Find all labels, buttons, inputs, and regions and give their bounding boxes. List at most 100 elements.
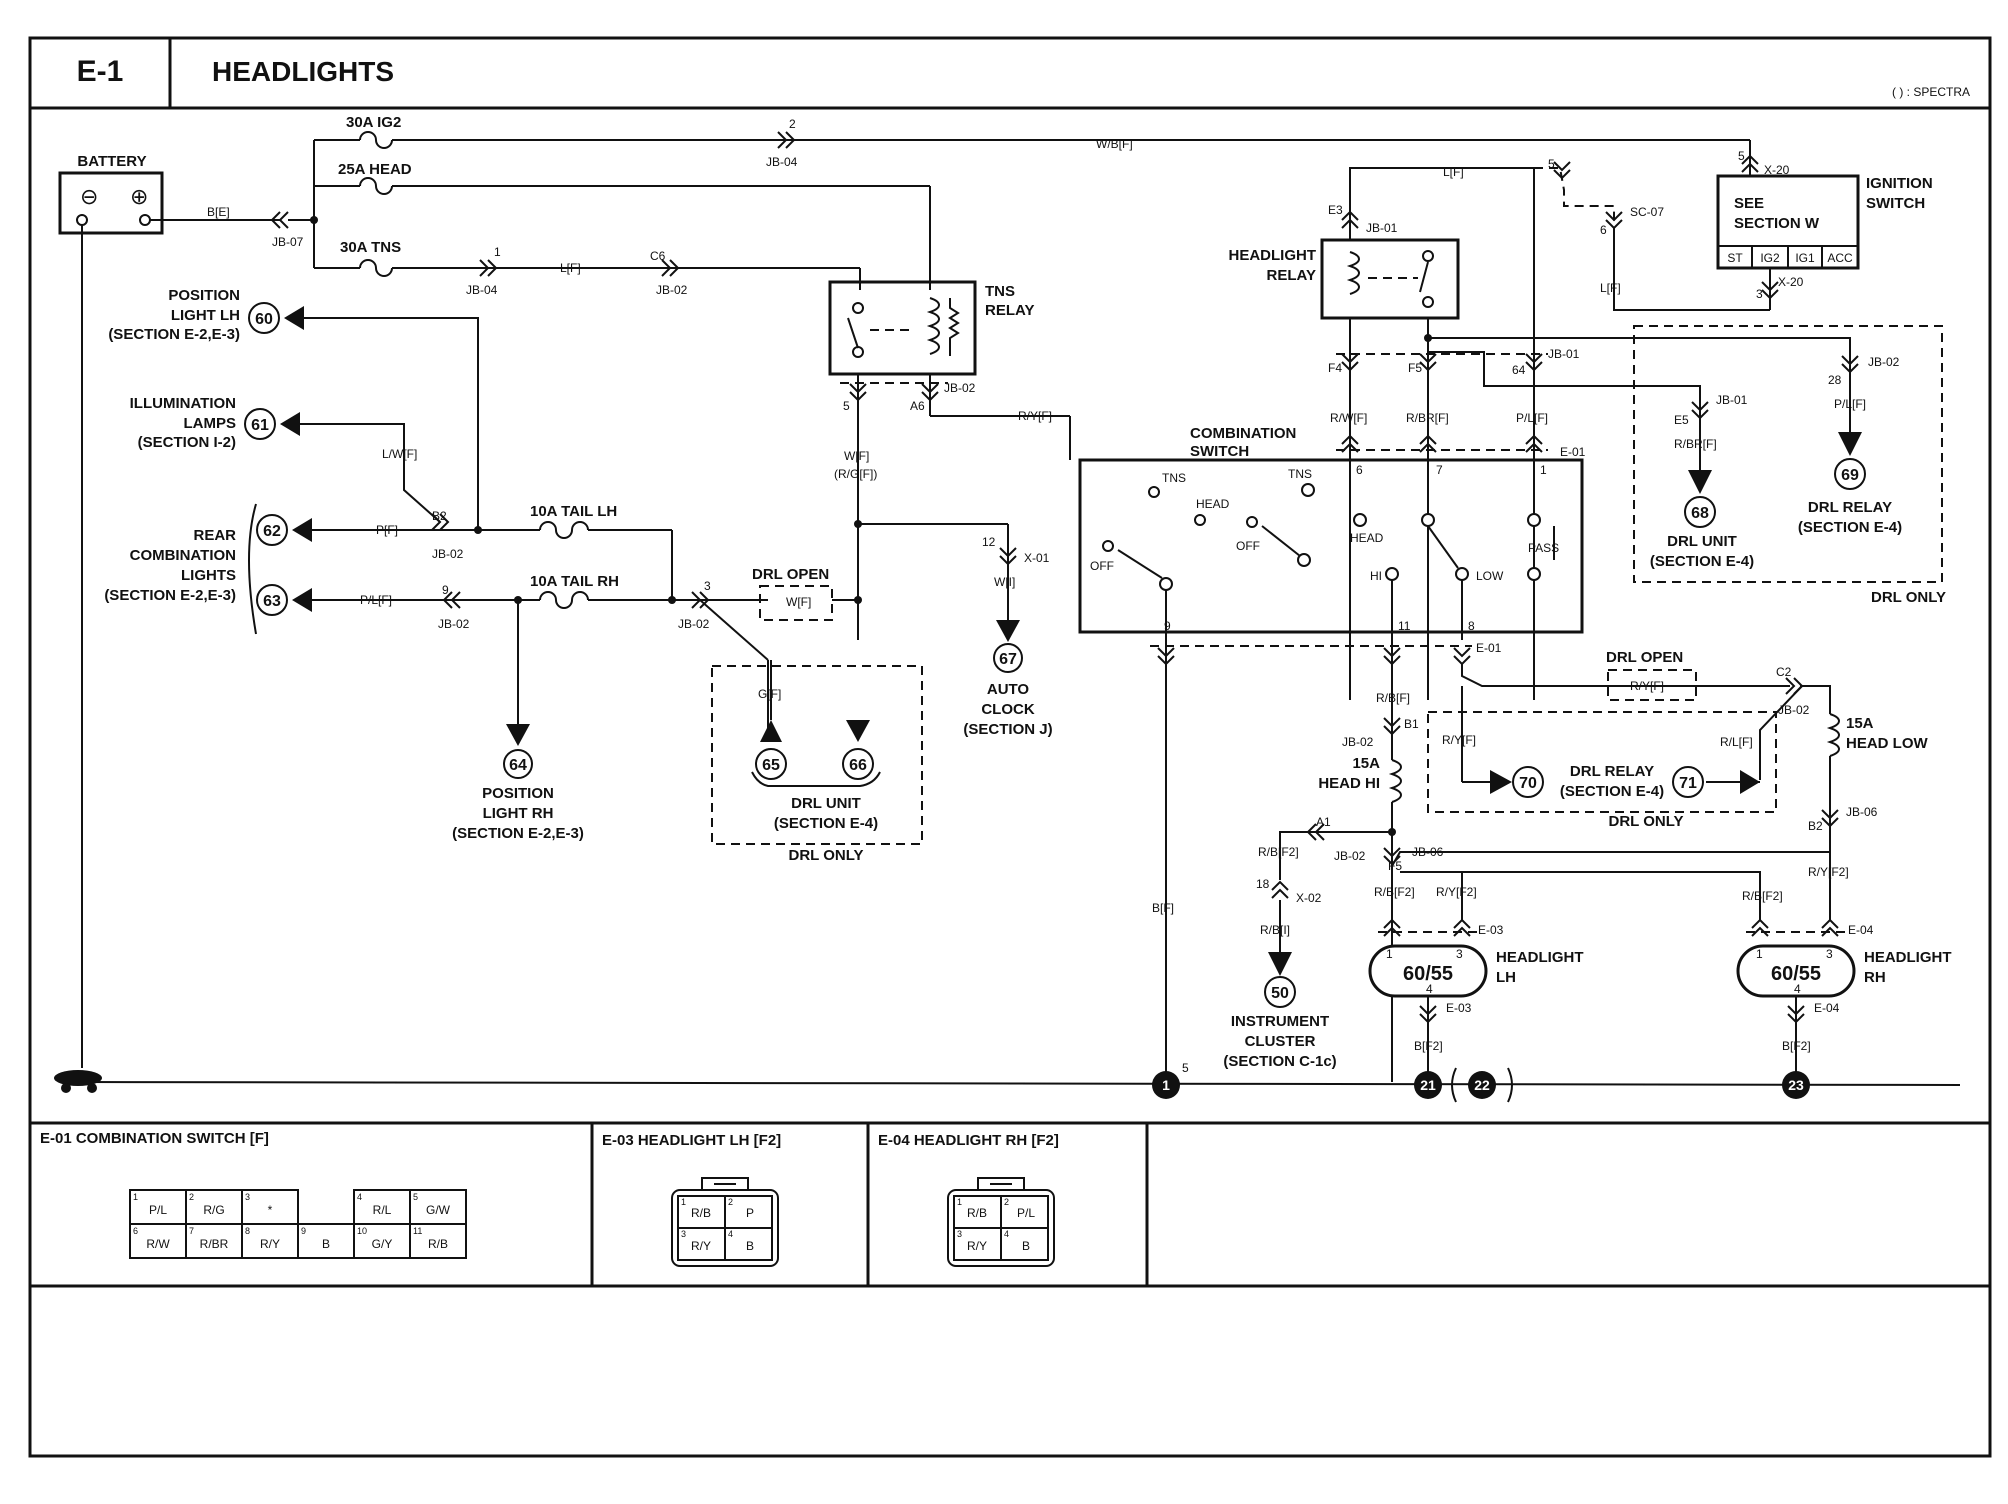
combo-p7: 7 [1436, 463, 1443, 477]
e01-pin: 11 [413, 1226, 422, 1236]
ign-p5b: 5 [1548, 157, 1555, 171]
hl-rh-p1: 1 [1756, 947, 1763, 961]
ign-term-ig1: IG1 [1795, 251, 1815, 265]
tns-a6: A6 [910, 399, 925, 413]
e04-color1: R/B [967, 1206, 987, 1220]
clock-wire: W[I] [994, 575, 1015, 589]
drl-open-mid: DRL OPEN [1606, 649, 1683, 666]
e01-pin: 1 [133, 1192, 138, 1202]
battery-plus-icon: ⊕ [130, 184, 148, 209]
page-title: HEADLIGHTS [212, 56, 394, 87]
e01-wire-color: R/BR [200, 1237, 229, 1251]
hl-p64: 64 [1512, 363, 1526, 377]
b2-label: B2 [432, 509, 447, 523]
fuse-tail-rh: 10A TAIL RH [530, 573, 619, 590]
tns-ry-wire: R/Y[F] [1018, 409, 1052, 423]
pf-wire: P[F] [376, 523, 398, 537]
hl-lh-label-1: HEADLIGHT [1496, 949, 1584, 966]
combo-e01b: E-01 [1476, 641, 1502, 655]
rear-number-1: 62 [263, 523, 281, 540]
combo-tns-b: TNS [1288, 467, 1312, 481]
plf-wire: P/L[F] [360, 593, 392, 607]
battery-minus-icon: ⊖ [80, 184, 98, 209]
tns-wire: L[F] [560, 261, 581, 275]
e01-connector-grid: 1P/L2R/G3*4R/L5G/W6R/W7R/BR8R/Y9B10G/Y11… [129, 1189, 467, 1259]
fuse-head-low: HEAD LOW [1846, 735, 1929, 752]
ig2-pin: 2 [789, 117, 796, 131]
combo-p8: 8 [1468, 619, 1475, 633]
rear-number-2: 63 [263, 593, 281, 610]
hl-rh-label-1: HEADLIGHT [1864, 949, 1952, 966]
combo-tns-a: TNS [1162, 471, 1186, 485]
combo-low: LOW [1476, 569, 1504, 583]
ign-x20b: X-20 [1778, 275, 1804, 289]
cluster-label-3: (SECTION C-1c) [1223, 1053, 1336, 1070]
drl-rbr: R/BR[F] [1674, 437, 1717, 451]
drl-mid-rlf: R/L[F] [1720, 735, 1753, 749]
pos-lh-number: 60 [255, 311, 273, 328]
e01-pin: 8 [245, 1226, 250, 1236]
e03-color2: P [746, 1206, 754, 1220]
lower-jb06b: JB-06 [1846, 805, 1878, 819]
combo-off-b: OFF [1236, 539, 1260, 553]
ign-label-2: SWITCH [1866, 195, 1925, 212]
illum-label-1: ILLUMINATION [130, 395, 236, 412]
headlight-rh: 1 3 60/55 4 [1736, 944, 1856, 998]
combo-label-1: COMBINATION [1190, 425, 1296, 442]
drl-mid-jb02: JB-02 [1778, 703, 1810, 717]
hl-relay-label-2: RELAY [1267, 267, 1316, 284]
lower-rbf2c: R/B[F2] [1742, 889, 1783, 903]
e01-pin: 5 [413, 1192, 418, 1202]
fuse-tail-lh: 10A TAIL LH [530, 503, 617, 520]
drl-number-66: 66 [849, 757, 867, 774]
drl-right-unit-2: (SECTION E-4) [1650, 553, 1754, 570]
hl-rh-p4: 4 [1794, 982, 1801, 996]
e01-wire-color: * [268, 1203, 273, 1217]
combo-p1: 1 [1540, 463, 1547, 477]
page-frame [28, 36, 1992, 1458]
e04-pin1: 1 [957, 1197, 962, 1207]
pos-lh-label-2: LIGHT LH [171, 307, 240, 324]
drl-number-70: 70 [1519, 775, 1537, 792]
e04-pin3: 3 [957, 1229, 962, 1239]
ground-22: 22 [1474, 1077, 1490, 1093]
lower-ryf2: R/Y[F2] [1436, 885, 1477, 899]
tns-pin5: 5 [843, 399, 850, 413]
hl-f4: F4 [1328, 361, 1342, 375]
hl-lh-wire: B[F2] [1414, 1039, 1443, 1053]
tns-relay-label-1: TNS [985, 283, 1015, 300]
combo-head-a: HEAD [1196, 497, 1230, 511]
hl-rbr: R/BR[F] [1406, 411, 1449, 425]
e01-wire-color: R/L [373, 1203, 392, 1217]
hl-rh-p3: 3 [1826, 947, 1833, 961]
ign-x20a: X-20 [1764, 163, 1790, 177]
lower-x02: X-02 [1296, 891, 1322, 905]
drl-number-65: 65 [762, 757, 780, 774]
hl-rh-label-2: RH [1864, 969, 1886, 986]
e01-title: E-01 COMBINATION SWITCH [F] [40, 1130, 269, 1147]
e01-pin: 7 [189, 1226, 194, 1236]
ign-p6: 6 [1600, 223, 1607, 237]
ign-term-acc: ACC [1827, 251, 1853, 265]
e04-title: E-04 HEADLIGHT RH [F2] [878, 1132, 1059, 1149]
battery-label: BATTERY [77, 153, 146, 170]
lower-a1: A1 [1316, 815, 1331, 829]
pos-rh-label-2: LIGHT RH [483, 805, 554, 822]
tns-pin: 1 [494, 245, 501, 259]
hl-lh-e03a: E-03 [1478, 923, 1504, 937]
pos-lh-label-3: (SECTION E-2,E-3) [108, 326, 240, 343]
drl-mid-only: DRL ONLY [1608, 813, 1683, 830]
ig2-jb: JB-04 [766, 155, 798, 169]
drl-jb02: JB-02 [1868, 355, 1900, 369]
tns-jb: JB-02 [944, 381, 976, 395]
hl-jb-top: JB-01 [1366, 221, 1398, 235]
drl-left-only: DRL ONLY [788, 847, 863, 864]
drl-open-left: DRL OPEN [752, 566, 829, 583]
hl-pl: P/L[F] [1516, 411, 1548, 425]
e01-wire-color: R/W [146, 1237, 170, 1251]
hl-rh-e04b: E-04 [1814, 1001, 1840, 1015]
fuse-head-hi-amp: 15A [1352, 755, 1380, 772]
ign-section: SECTION W [1734, 215, 1820, 232]
rear-label-2: COMBINATION [130, 547, 236, 564]
